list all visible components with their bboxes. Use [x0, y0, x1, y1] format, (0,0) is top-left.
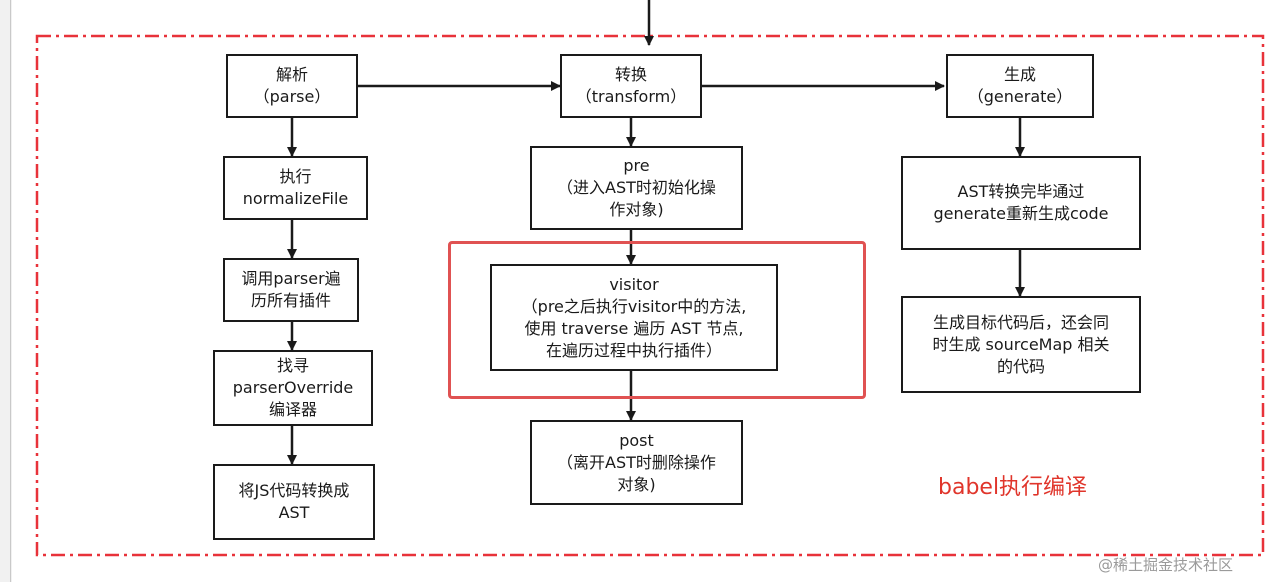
parser-plugins-line2: 历所有插件 — [250, 291, 331, 310]
parser-override-line2: parserOverride — [232, 378, 354, 397]
post-line1: post — [619, 430, 654, 450]
pre-box: pre （进入AST时初始化操 作对象) — [530, 146, 743, 230]
generate-code-line1: AST转换完毕通过 — [957, 182, 1085, 201]
pre-line3: 作对象) — [609, 200, 664, 219]
visitor-line4: 在遍历过程中执行插件） — [545, 340, 722, 360]
left-page-edge-line — [10, 0, 11, 582]
generate-code-box: AST转换完毕通过 generate重新生成code — [901, 156, 1141, 250]
post-box: post （离开AST时删除操作 对象) — [530, 420, 743, 505]
visitor-highlight-frame — [448, 241, 866, 399]
normalize-file-box: 执行 normalizeFile — [223, 156, 368, 220]
post-line2: （离开AST时删除操作 — [557, 452, 716, 472]
generate-subtitle: （generate） — [967, 87, 1073, 106]
visitor-line1: visitor — [609, 274, 659, 294]
parser-plugins-box: 调用parser遍 历所有插件 — [223, 258, 359, 322]
js-to-ast-box: 将JS代码转换成 AST — [213, 464, 375, 540]
transform-title: 转换 — [614, 65, 647, 84]
post-line3: 对象) — [617, 474, 656, 494]
pre-line2: （进入AST时初始化操 — [557, 178, 716, 197]
visitor-line3: 使用 traverse 遍历 AST 节点, — [524, 318, 744, 338]
pre-line1: pre — [623, 156, 650, 175]
sourcemap-line2: 时生成 sourceMap 相关 — [932, 334, 1110, 354]
generate-title: 生成 — [1003, 65, 1036, 84]
transform-box: 转换 （transform） — [560, 54, 702, 118]
site-watermark: @稀土掘金技术社区 — [1098, 556, 1234, 574]
babel-caption: babel执行编译 — [938, 475, 1088, 500]
parse-subtitle: （parse） — [253, 87, 331, 106]
generate-code-line2: generate重新生成code — [933, 204, 1109, 223]
generate-box: 生成 （generate） — [946, 54, 1094, 118]
normalize-file-line1: 执行 — [279, 167, 312, 186]
parser-override-box: 找寻 parserOverride 编译器 — [213, 350, 373, 426]
visitor-box: visitor （pre之后执行visitor中的方法, 使用 traverse… — [490, 264, 778, 371]
transform-subtitle: （transform） — [575, 87, 687, 106]
sourcemap-line3: 的代码 — [996, 356, 1045, 376]
parse-title: 解析 — [275, 65, 308, 84]
js-to-ast-line1: 将JS代码转换成 — [238, 481, 350, 500]
parse-box: 解析 （parse） — [226, 54, 358, 118]
parser-override-line3: 编译器 — [268, 400, 317, 419]
js-to-ast-line2: AST — [278, 503, 310, 522]
sourcemap-box: 生成目标代码后，还会同 时生成 sourceMap 相关 的代码 — [901, 296, 1141, 393]
parser-override-line1: 找寻 — [276, 356, 309, 375]
left-page-edge — [0, 0, 12, 582]
visitor-line2: （pre之后执行visitor中的方法, — [521, 296, 747, 316]
parser-plugins-line1: 调用parser遍 — [241, 269, 341, 288]
sourcemap-line1: 生成目标代码后，还会同 — [932, 312, 1109, 332]
normalize-file-line2: normalizeFile — [242, 189, 349, 208]
